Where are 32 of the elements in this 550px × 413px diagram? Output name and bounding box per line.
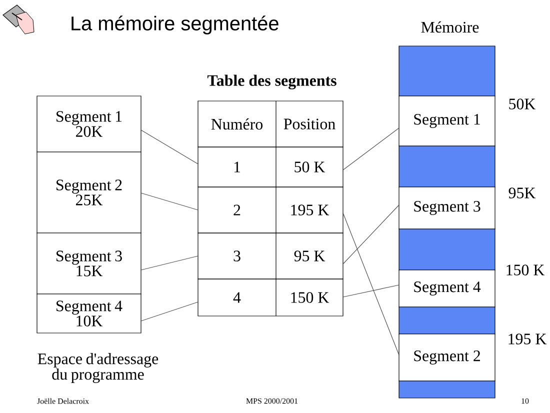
- connector-line: [140, 130, 198, 164]
- connector-line: [342, 212, 400, 356]
- free-block: [398, 306, 496, 334]
- caption: Espace d'adressage du programme: [38, 353, 158, 383]
- connector-line: [342, 284, 400, 298]
- free-block: [398, 228, 496, 270]
- address-label: 50K: [509, 98, 536, 110]
- memory-segment: Segment 1: [398, 96, 496, 146]
- segment-box: Segment 1 20K: [36, 96, 142, 152]
- segment-box: Segment 2 25K: [36, 152, 142, 234]
- connector-line: [140, 256, 198, 270]
- table-row: 3 95 K: [198, 232, 344, 280]
- table-row: 4 150 K: [198, 278, 344, 316]
- free-block: [398, 380, 496, 398]
- memory-segment: Segment 4: [398, 270, 496, 308]
- segment-box: Segment 4 10K: [36, 294, 142, 334]
- table-row: Numéro Position: [198, 100, 344, 148]
- free-block: [398, 146, 496, 188]
- address-label: 150 K: [506, 264, 545, 276]
- connector-line: [140, 192, 198, 210]
- memory-segment: Segment 2: [398, 334, 496, 382]
- segment-box: Segment 3 15K: [36, 232, 142, 294]
- free-block: [398, 46, 496, 96]
- address-label: 195 K: [508, 334, 547, 344]
- connector-line: [342, 128, 400, 170]
- slide-title: La mémoire segmentée: [72, 16, 278, 34]
- address-label: 95K: [508, 188, 536, 198]
- memory-segment: Segment 3: [398, 186, 496, 230]
- connector-line: [140, 302, 198, 322]
- table-row: 1 50 K: [198, 146, 344, 188]
- table-row: 2 195 K: [198, 186, 344, 234]
- connector-line: [342, 204, 400, 264]
